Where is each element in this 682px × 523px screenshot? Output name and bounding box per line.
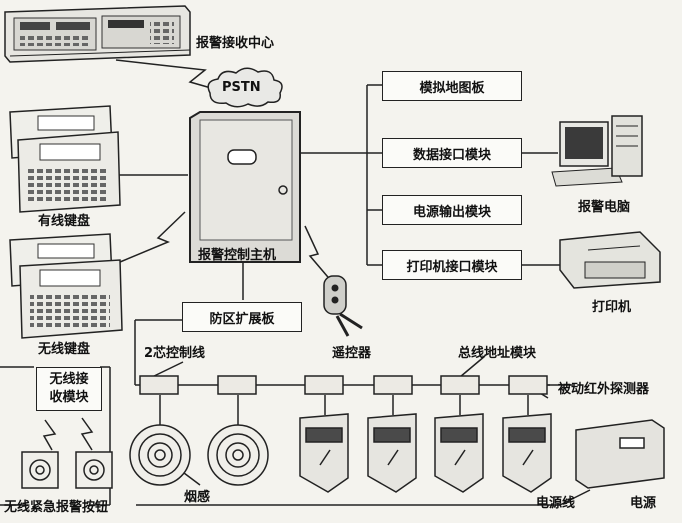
printer-device (559, 231, 661, 289)
pstn-label: PSTN (222, 80, 261, 95)
power-supply-device (575, 419, 665, 489)
alarm-pc-label: 报警电脑 (578, 200, 631, 215)
module-power-output: 电源输出模块 (382, 195, 522, 225)
smoke-label: 烟感 (184, 490, 211, 505)
pstn-cloud (207, 67, 283, 108)
wireless-links (42, 64, 334, 451)
power-line-label: 电源线 (536, 496, 576, 511)
emergency-buttons (21, 451, 113, 489)
alarm-center-label: 报警接收中心 (196, 36, 275, 51)
bus-address-module-label: 总线地址模块 (458, 346, 537, 361)
pir-detector-label: 被动红外探测器 (558, 382, 650, 397)
wireless-keypad-device (9, 233, 123, 339)
wireless-receiver-line1: 无线接 (49, 372, 89, 387)
bus-modules (139, 375, 548, 395)
remote-control-device (323, 275, 363, 337)
alarm-host-cabinet (189, 111, 301, 263)
wireless-receiver-box: 无线接 收模块 (36, 367, 102, 411)
main-host-label: 报警控制主机 (198, 248, 277, 263)
wireless-keypad-label: 无线键盘 (38, 342, 91, 357)
wired-keypad-device (9, 105, 121, 213)
module-printer-interface: 打印机接口模块 (382, 250, 522, 280)
zone-expansion-box: 防区扩展板 (182, 302, 302, 332)
module-data-interface: 数据接口模块 (382, 138, 522, 168)
wired-keypad-label: 有线键盘 (38, 214, 91, 229)
remote-label: 遥控器 (332, 346, 372, 361)
two-core-wire-label: 2芯控制线 (144, 346, 206, 361)
pir-detectors (299, 413, 552, 493)
module-map-board: 模拟地图板 (382, 71, 522, 101)
printer-label: 打印机 (592, 300, 632, 315)
wireless-receiver-line2: 收模块 (49, 390, 89, 405)
alarm-center-rack (4, 5, 191, 63)
power-label: 电源 (630, 496, 657, 511)
alarm-pc-device (551, 115, 643, 187)
wireless-emergency-label: 无线紧急报警按钮 (4, 500, 109, 515)
smoke-detectors (129, 424, 269, 486)
